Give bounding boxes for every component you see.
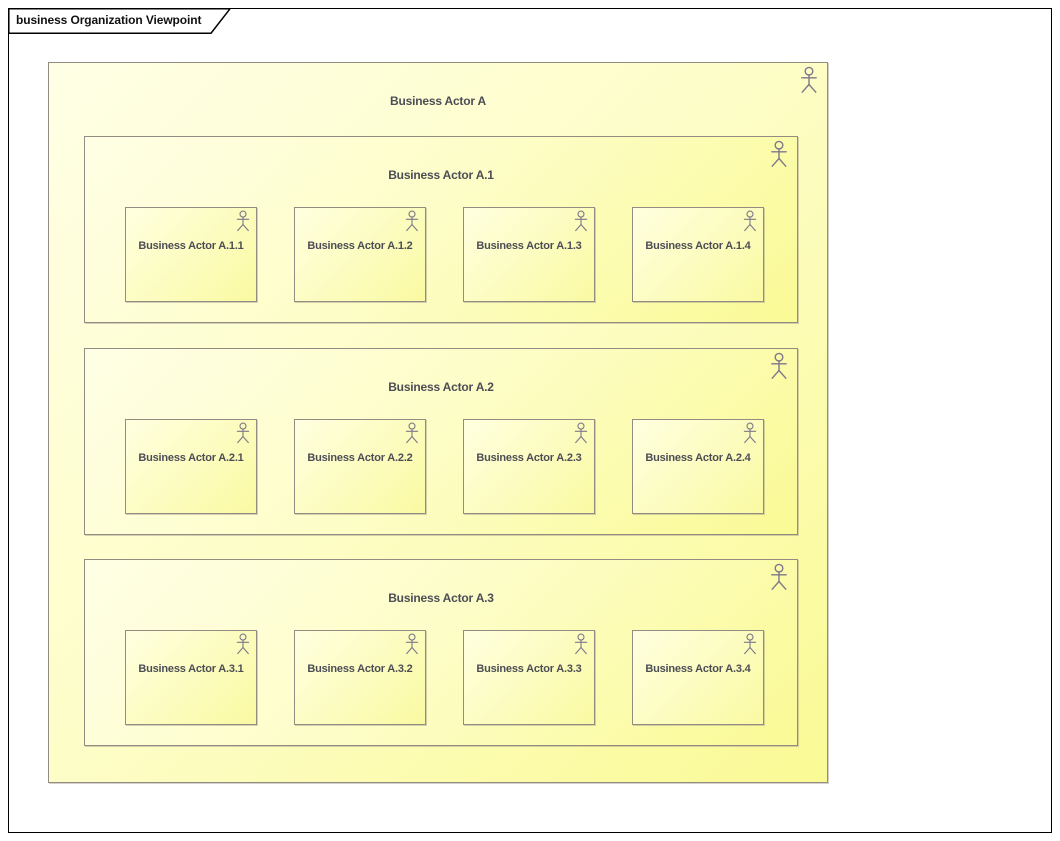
business-actor-icon — [743, 633, 757, 655]
business-actor-icon — [771, 140, 787, 167]
business-actor-a33-label: Business Actor A.3.3 — [476, 663, 582, 675]
business-actor-a11-box[interactable]: Business Actor A.1.1 — [125, 207, 257, 302]
business-actor-a24-box[interactable]: Business Actor A.2.4 — [632, 419, 764, 514]
business-actor-a23-box[interactable]: Business Actor A.2.3 — [463, 419, 595, 514]
business-actor-a21-box[interactable]: Business Actor A.2.1 — [125, 419, 257, 514]
business-actor-a1-label: Business Actor A.1 — [388, 168, 494, 182]
business-actor-icon — [236, 422, 250, 444]
business-actor-a32-label: Business Actor A.3.2 — [307, 663, 413, 675]
business-actor-icon — [771, 563, 787, 590]
business-actor-icon — [405, 422, 419, 444]
business-actor-a31-label: Business Actor A.3.1 — [138, 663, 244, 675]
business-actor-a31-box[interactable]: Business Actor A.3.1 — [125, 630, 257, 725]
business-actor-a2-box[interactable]: Business Actor A.2 Business Actor A.2.1 … — [84, 348, 798, 535]
business-actor-icon — [574, 633, 588, 655]
business-actor-a-label: Business Actor A — [390, 94, 486, 108]
business-actor-a3-label: Business Actor A.3 — [388, 591, 494, 605]
business-actor-a21-label: Business Actor A.2.1 — [138, 452, 244, 464]
business-actor-icon — [743, 210, 757, 232]
business-actor-icon — [236, 210, 250, 232]
business-actor-a12-label: Business Actor A.1.2 — [307, 240, 413, 252]
business-actor-a3-box[interactable]: Business Actor A.3 Business Actor A.3.1 … — [84, 559, 798, 746]
diagram-frame: business Organization Viewpoint Business… — [7, 7, 1052, 833]
business-actor-a11-label: Business Actor A.1.1 — [138, 240, 244, 252]
business-actor-a-box[interactable]: Business Actor A Business Actor A.1 Busi… — [48, 62, 828, 783]
business-actor-a34-label: Business Actor A.3.4 — [645, 663, 751, 675]
business-actor-a32-box[interactable]: Business Actor A.3.2 — [294, 630, 426, 725]
viewpoint-tab-label: business Organization Viewpoint — [16, 13, 202, 27]
business-actor-a34-box[interactable]: Business Actor A.3.4 — [632, 630, 764, 725]
business-actor-a24-label: Business Actor A.2.4 — [645, 452, 751, 464]
business-actor-icon — [405, 210, 419, 232]
business-actor-icon — [574, 210, 588, 232]
business-actor-icon — [405, 633, 419, 655]
viewpoint-tab — [7, 7, 232, 34]
business-actor-icon — [574, 422, 588, 444]
business-actor-a22-label: Business Actor A.2.2 — [307, 452, 413, 464]
business-actor-icon — [236, 633, 250, 655]
business-actor-a13-box[interactable]: Business Actor A.1.3 — [463, 207, 595, 302]
business-actor-icon — [771, 352, 787, 379]
business-actor-a1-box[interactable]: Business Actor A.1 Business Actor A.1.1 … — [84, 136, 798, 323]
business-actor-a2-label: Business Actor A.2 — [388, 380, 494, 394]
business-actor-icon — [743, 422, 757, 444]
business-actor-a23-label: Business Actor A.2.3 — [476, 452, 582, 464]
business-actor-a22-box[interactable]: Business Actor A.2.2 — [294, 419, 426, 514]
business-actor-a33-box[interactable]: Business Actor A.3.3 — [463, 630, 595, 725]
business-actor-icon — [801, 66, 817, 93]
business-actor-a12-box[interactable]: Business Actor A.1.2 — [294, 207, 426, 302]
business-actor-a14-label: Business Actor A.1.4 — [645, 240, 751, 252]
business-actor-a14-box[interactable]: Business Actor A.1.4 — [632, 207, 764, 302]
business-actor-a13-label: Business Actor A.1.3 — [476, 240, 582, 252]
